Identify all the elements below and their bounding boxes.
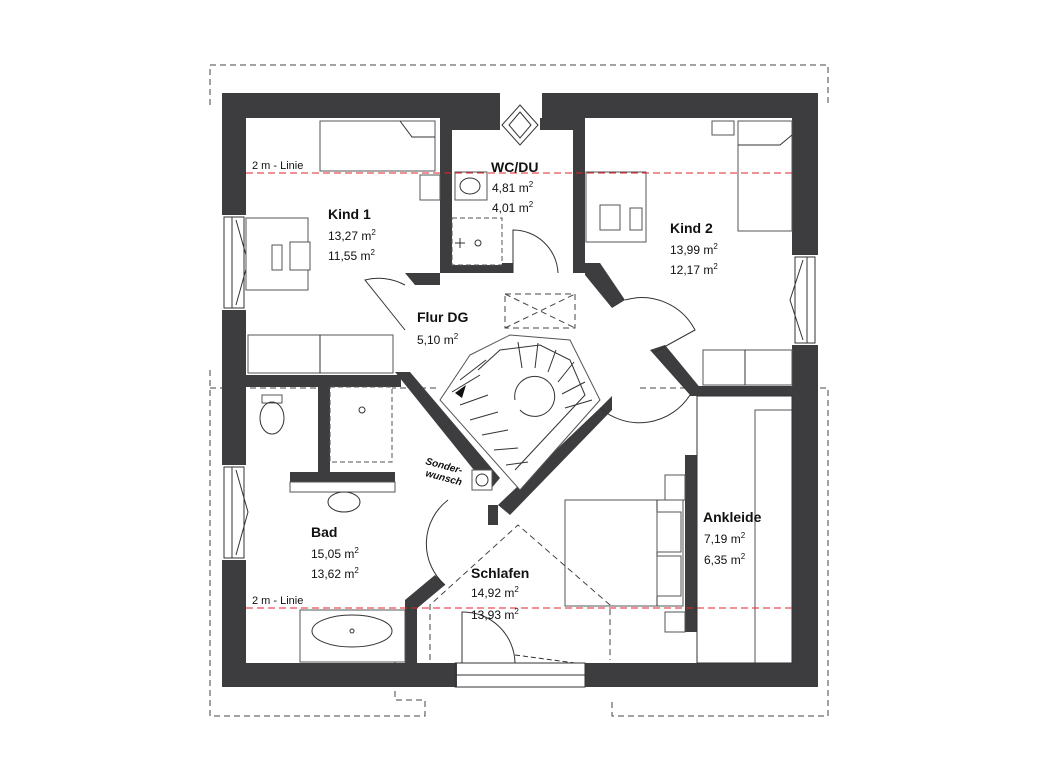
room-name: Bad	[311, 524, 337, 540]
staircase	[439, 334, 601, 491]
kind2-furniture	[504, 120, 793, 386]
area-net: 13,93 m	[471, 608, 514, 622]
room-wcdu: WC/DU 4,81 m2 4,01 m2	[491, 159, 538, 215]
room-kind1: Kind 1 13,27 m2 11,55 m2	[328, 206, 376, 263]
room-schlafen: Schlafen 14,92 m2 13,93 m2	[471, 565, 529, 622]
area-gross: 13,99 m	[670, 243, 713, 257]
svg-text:11,55 m2: 11,55 m2	[328, 248, 375, 263]
schlafen-furniture	[429, 469, 686, 660]
windows	[223, 104, 816, 688]
kind1-furniture	[245, 120, 441, 374]
area-net: 11,55 m	[328, 249, 370, 263]
svg-text:13,27 m2: 13,27 m2	[328, 228, 376, 243]
area-net: 12,17 m	[670, 263, 713, 277]
area-gross: 4,81 m	[492, 181, 529, 195]
height-line-label-top: 2 m - Linie	[252, 160, 303, 172]
height-line-label-bottom: 2 m - Linie	[252, 595, 303, 607]
room-name: Ankleide	[703, 509, 762, 525]
area-net: 4,01 m	[492, 201, 529, 215]
room-name: Kind 1	[328, 206, 371, 222]
area-gross: 5,10 m	[417, 333, 454, 347]
door-swings	[364, 229, 696, 664]
room-kind2: Kind 2 13,99 m2 12,17 m2	[670, 220, 718, 277]
svg-text:15,05 m2: 15,05 m2	[311, 546, 359, 561]
exterior-walls	[222, 93, 818, 687]
room-name: Schlafen	[471, 565, 529, 581]
room-flur: Flur DG 5,10 m2	[417, 309, 468, 347]
interior-walls	[246, 118, 792, 663]
svg-text:14,92 m2: 14,92 m2	[471, 585, 519, 600]
svg-text:4,81 m2: 4,81 m2	[492, 180, 534, 195]
room-name: Kind 2	[670, 220, 713, 236]
bad-fixtures	[259, 386, 406, 663]
svg-text:12,17 m2: 12,17 m2	[670, 262, 718, 277]
area-gross: 15,05 m	[311, 547, 354, 561]
area-net: 13,62 m	[311, 567, 354, 581]
height-lines	[246, 172, 792, 609]
svg-text:13,62 m2: 13,62 m2	[311, 566, 359, 581]
wcdu-fixtures	[451, 171, 503, 266]
area-gross: 7,19 m	[704, 532, 741, 546]
svg-text:5,10 m2: 5,10 m2	[417, 332, 459, 347]
area-gross: 14,92 m	[471, 586, 514, 600]
svg-text:4,01 m2: 4,01 m2	[492, 200, 534, 215]
room-ankleide: Ankleide 7,19 m2 6,35 m2	[703, 509, 762, 567]
svg-text:6,35 m2: 6,35 m2	[704, 552, 746, 567]
ankleide-furniture	[696, 395, 793, 664]
room-name: Flur DG	[417, 309, 468, 325]
area-gross: 13,27 m	[328, 229, 371, 243]
svg-text:13,99 m2: 13,99 m2	[670, 242, 718, 257]
room-name: WC/DU	[491, 159, 538, 175]
svg-text:13,93 m2: 13,93 m2	[471, 607, 519, 622]
svg-text:7,19 m2: 7,19 m2	[704, 531, 746, 546]
area-net: 6,35 m	[704, 553, 741, 567]
room-bad: Bad 15,05 m2 13,62 m2	[311, 524, 359, 581]
